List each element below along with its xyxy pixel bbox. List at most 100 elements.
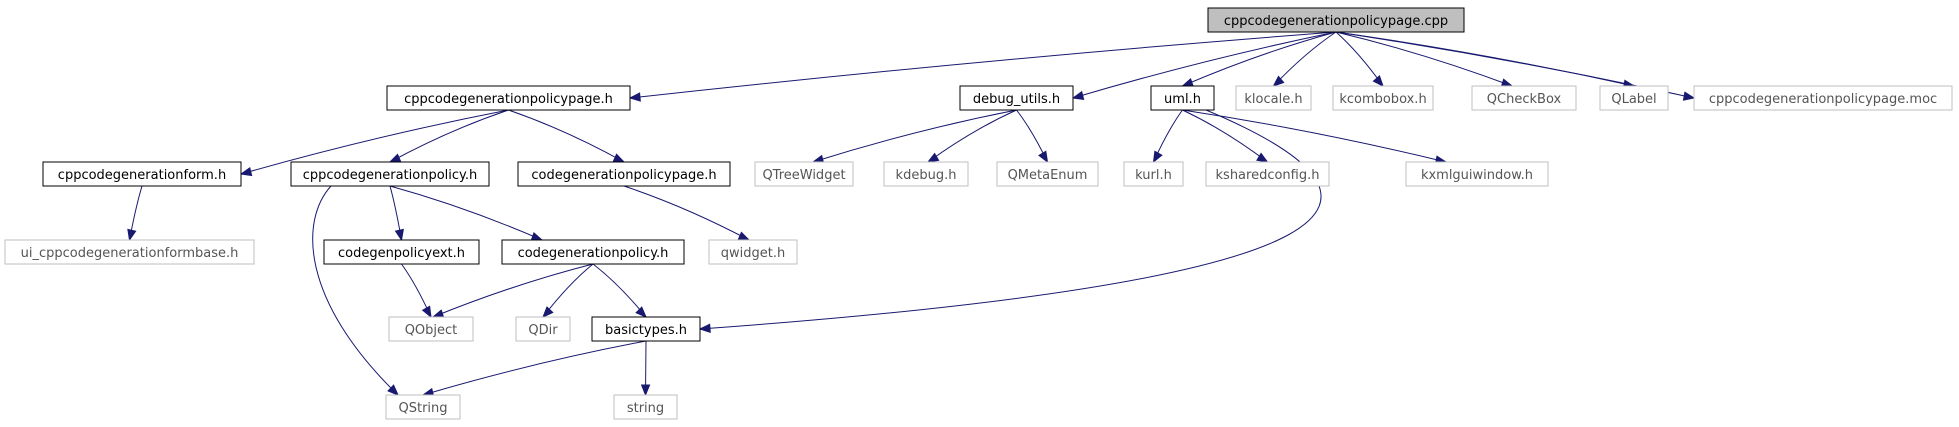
node-label: basictypes.h: [605, 323, 687, 338]
node-debug-utils[interactable]: debug_utils.h: [959, 85, 1074, 111]
edge-policyext-to-qobject: [401, 263, 432, 319]
node-qobject[interactable]: QObject: [388, 316, 474, 342]
node-box: [1205, 161, 1330, 187]
node-label: cppcodegenerationpolicypage.moc: [1709, 92, 1937, 107]
node-box: [388, 316, 474, 342]
node-box: [501, 239, 685, 265]
node-root[interactable]: cppcodegenerationpolicypage.cpp: [1207, 7, 1465, 33]
edge-page_h-to-policy: [388, 109, 509, 163]
node-label: cppcodegenerationpolicypage.h: [404, 92, 613, 107]
node-label: cppcodegenerationform.h: [58, 168, 226, 183]
node-qdir[interactable]: QDir: [515, 316, 571, 342]
edge-line: [1273, 31, 1337, 87]
node-box: [591, 316, 701, 342]
edge-arrowhead: [737, 231, 751, 241]
node-qtreewidget[interactable]: QTreeWidget: [754, 161, 854, 187]
node-label: ui_cppcodegenerationformbase.h: [21, 246, 239, 261]
edge-cgpolicy-to-basictypes: [592, 263, 647, 318]
dependency-nodes: cppcodegenerationpolicypage.cpp cppcodege…: [4, 7, 1953, 420]
node-box: [517, 161, 731, 187]
edge-arrowhead: [421, 305, 432, 319]
node-label: QDir: [528, 323, 558, 338]
node-box: [1405, 161, 1549, 187]
node-formbase[interactable]: ui_cppcodegenerationformbase.h: [4, 239, 255, 265]
node-cgpage[interactable]: codegenerationpolicypage.h: [517, 161, 731, 187]
node-label: ksharedconfig.h: [1216, 168, 1320, 183]
edge-root-to-klocale: [1272, 31, 1337, 87]
edge-debug_utils-to-kdebug: [926, 109, 1017, 163]
edge-arrowhead: [530, 232, 544, 241]
node-box: [515, 316, 571, 342]
node-qstring[interactable]: QString: [385, 394, 461, 420]
edge-root-to-page_h: [628, 31, 1337, 102]
edge-arrowhead: [1071, 90, 1085, 101]
edge-arrowhead: [127, 228, 137, 242]
node-label: qwidget.h: [721, 246, 785, 261]
node-string[interactable]: string: [613, 394, 678, 420]
edge-arrowhead: [926, 152, 940, 163]
node-kurl[interactable]: kurl.h: [1123, 161, 1184, 187]
node-box: [1332, 85, 1434, 111]
edge-arrowhead: [542, 306, 554, 318]
edge-debug_utils-to-qmetaenum: [1016, 109, 1049, 164]
edge-cgpolicy-to-qobject: [431, 263, 594, 319]
node-ksharedconfig[interactable]: ksharedconfig.h: [1205, 161, 1330, 187]
node-label: cppcodegenerationpolicypage.cpp: [1224, 14, 1448, 29]
node-box: [754, 161, 854, 187]
node-kdebug[interactable]: kdebug.h: [883, 161, 969, 187]
edge-line: [389, 109, 509, 163]
edge-line: [422, 340, 647, 396]
edge-uml-to-kurl: [1152, 109, 1183, 164]
node-policy[interactable]: cppcodegenerationpolicy.h: [290, 161, 490, 187]
node-kxmlguiwindow[interactable]: kxmlguiwindow.h: [1405, 161, 1549, 187]
edge-policy-to-qstring: [312, 185, 399, 396]
node-box: [708, 239, 798, 265]
edge-arrowhead: [612, 153, 626, 163]
edge-uml-to-ksharedconfig: [1182, 109, 1269, 163]
node-policyext[interactable]: codegenpolicyext.h: [323, 239, 480, 265]
edge-arrowhead: [387, 384, 399, 396]
edge-cgpolicy-to-qdir: [542, 263, 594, 318]
node-qlabel[interactable]: QLabel: [1599, 85, 1669, 111]
node-label: debug_utils.h: [973, 92, 1060, 107]
edge-arrowhead: [239, 166, 253, 177]
node-box: [613, 394, 678, 420]
edge-line: [1182, 31, 1337, 87]
node-klocale[interactable]: klocale.h: [1235, 85, 1312, 111]
edge-cgpage-to-qwidget: [623, 185, 751, 241]
edge-line: [812, 109, 1017, 163]
edge-form-to-formbase: [127, 185, 143, 242]
node-box: [4, 239, 255, 265]
node-qwidget[interactable]: qwidget.h: [708, 239, 798, 265]
edge-line: [542, 263, 594, 318]
node-cgpolicy[interactable]: codegenerationpolicy.h: [501, 239, 685, 265]
edge-line: [389, 185, 543, 241]
node-basictypes[interactable]: basictypes.h: [591, 316, 701, 342]
node-box: [1693, 85, 1953, 111]
node-label: QMetaEnum: [1008, 168, 1088, 183]
node-kcombobox[interactable]: kcombobox.h: [1332, 85, 1434, 111]
edge-arrowhead: [640, 384, 651, 397]
edge-line: [592, 263, 647, 318]
edge-line: [508, 109, 625, 163]
edge-arrowhead: [1682, 91, 1696, 101]
node-moc[interactable]: cppcodegenerationpolicypage.moc: [1693, 85, 1953, 111]
node-form[interactable]: cppcodegenerationform.h: [42, 161, 242, 187]
edge-root-to-kcombobox: [1335, 31, 1384, 88]
edge-policy-to-cgpolicy: [389, 185, 544, 241]
edge-arrowhead: [394, 228, 404, 242]
node-label: uml.h: [1164, 92, 1201, 107]
node-qmetaenum[interactable]: QMetaEnum: [996, 161, 1099, 187]
node-box: [959, 85, 1074, 111]
node-box: [323, 239, 480, 265]
edge-arrowhead: [1181, 78, 1194, 87]
edge-line: [312, 185, 399, 396]
node-uml[interactable]: uml.h: [1150, 85, 1215, 111]
node-qcheckbox[interactable]: QCheckBox: [1471, 85, 1577, 111]
node-box: [290, 161, 490, 187]
node-page-h[interactable]: cppcodegenerationpolicypage.h: [386, 85, 631, 111]
edge-root-to-uml: [1181, 31, 1337, 87]
node-box: [1471, 85, 1577, 111]
edge-line: [1182, 109, 1447, 163]
